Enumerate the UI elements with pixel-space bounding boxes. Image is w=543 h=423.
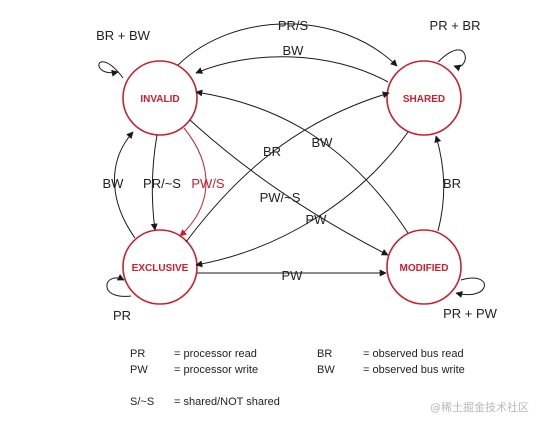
- label-exclusive-to-modified: PW: [282, 268, 304, 283]
- edge-shared-to-exclusive: [195, 131, 409, 268]
- legend-desc: = processor read: [174, 348, 257, 360]
- legend-desc: = shared/NOT shared: [174, 396, 280, 408]
- state-modified-label: MODIFIED: [400, 263, 449, 274]
- legend-abbr: BW: [317, 364, 335, 376]
- edge-invalid-to-modified: [189, 119, 389, 256]
- label-invalid-to-exclusive: PR/~S: [143, 176, 181, 191]
- label-invalid-to-exclusive-write: PW/S: [191, 176, 225, 191]
- legend-desc: = processor write: [174, 364, 259, 376]
- edge-shared-to-invalid: [195, 56, 389, 83]
- watermark: @稀土掘金技术社区: [430, 401, 529, 414]
- label-invalid-to-shared: PR/S: [278, 18, 309, 33]
- state-modified: MODIFIED: [386, 229, 462, 305]
- legend-desc: = observed bus write: [363, 364, 465, 376]
- label-exclusive-to-shared: BR: [263, 144, 281, 159]
- legend: PR = processor read BR = observed bus re…: [130, 346, 510, 410]
- legend-abbr: S/~S: [130, 396, 155, 408]
- state-invalid: INVALID: [122, 60, 198, 136]
- label-invalid-to-modified-text: PW/~S: [260, 190, 301, 205]
- legend-row: PR = processor read BR = observed bus re…: [130, 346, 510, 362]
- label-shared-self: PR + BR: [430, 18, 481, 33]
- state-shared: SHARED: [386, 60, 462, 136]
- label-exclusive-self: PR: [113, 308, 131, 323]
- edge-invalid-to-exclusive-write: [179, 127, 207, 237]
- edge-exclusive-to-shared: [185, 91, 390, 243]
- state-invalid-label: INVALID: [140, 94, 179, 105]
- edge-modified-to-shared: [434, 135, 445, 232]
- legend-abbr: PW: [130, 364, 148, 376]
- edge-exclusive-self: [106, 274, 132, 297]
- edge-invalid-to-exclusive: [150, 134, 158, 231]
- legend-abbr: PR: [130, 348, 146, 360]
- legend-row: PW = processor write BW = observed bus w…: [130, 362, 510, 378]
- legend-row: S/~S = shared/NOT shared: [130, 394, 510, 410]
- edge-invalid-to-shared: [177, 23, 398, 67]
- label-invalid-to-modified: PW/~S: [260, 190, 301, 205]
- label-invalid-self: BR + BW: [96, 28, 151, 43]
- edge-modified-to-invalid: [195, 89, 409, 234]
- edge-modified-self: [455, 277, 485, 298]
- label-shared-to-invalid: BW: [283, 43, 305, 58]
- edge-invalid-self: [98, 61, 124, 79]
- edge-exclusive-to-invalid: [114, 131, 136, 239]
- state-exclusive-label: EXCLUSIVE: [132, 263, 189, 274]
- legend-abbr: BR: [317, 348, 333, 360]
- label-shared-to-exclusive: PW: [306, 212, 328, 227]
- label-modified-self: PR + PW: [443, 306, 498, 321]
- label-modified-to-invalid: BW: [312, 135, 334, 150]
- label-exclusive-to-invalid: BW: [103, 176, 125, 191]
- edge-shared-self: [437, 49, 466, 72]
- legend-desc: = observed bus read: [363, 348, 464, 360]
- state-shared-label: SHARED: [403, 94, 445, 105]
- label-modified-to-shared: BR: [443, 176, 461, 191]
- state-exclusive: EXCLUSIVE: [122, 229, 198, 305]
